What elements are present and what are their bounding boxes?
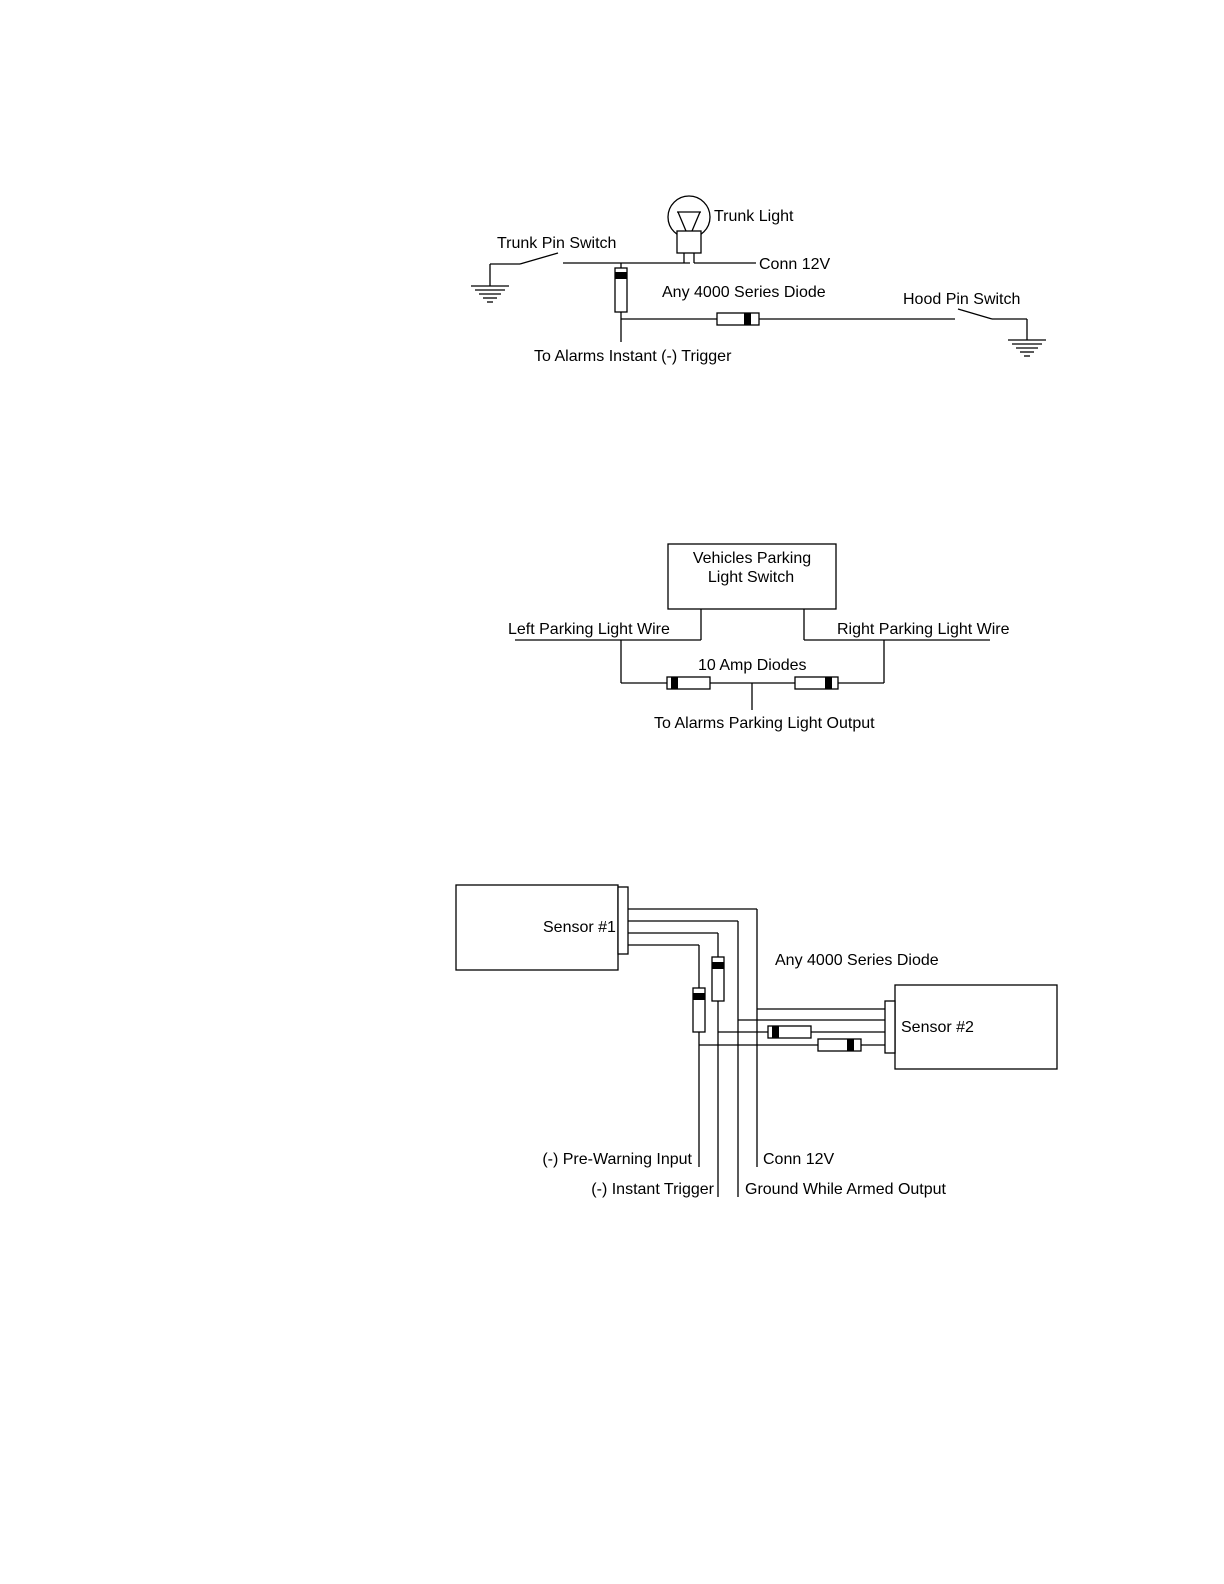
label-conn-12v-3: Conn 12V bbox=[763, 1151, 834, 1168]
label-right-wire: Right Parking Light Wire bbox=[837, 621, 1010, 638]
ground-symbol-left bbox=[471, 264, 509, 303]
label-sensor-1: Sensor #1 bbox=[543, 919, 616, 936]
ground-symbol-right bbox=[1008, 339, 1046, 357]
sensor-1-box bbox=[455, 884, 619, 971]
diode-left bbox=[666, 676, 711, 690]
diagram-parking-light-output: Vehicles Parking Light Switch Left Parki… bbox=[508, 543, 1010, 732]
parking-light-switch-box bbox=[667, 543, 837, 610]
label-conn-12v: Conn 12V bbox=[759, 256, 830, 273]
label-trunk-light: Trunk Light bbox=[714, 208, 794, 225]
label-instant-trigger-3: (-) Instant Trigger bbox=[591, 1181, 714, 1198]
hood-pin-switch-symbol bbox=[957, 308, 1028, 340]
label-trunk-pin-switch: Trunk Pin Switch bbox=[497, 235, 616, 252]
sensor-2-connector bbox=[884, 1000, 896, 1054]
label-diode-sensors: Any 4000 Series Diode bbox=[775, 952, 939, 969]
label-10amp-diodes: 10 Amp Diodes bbox=[698, 657, 807, 674]
diode-horizontal bbox=[621, 312, 955, 326]
sensor-2-box bbox=[894, 984, 1058, 1070]
label-left-wire: Left Parking Light Wire bbox=[508, 621, 670, 638]
label-sensor-2: Sensor #2 bbox=[901, 1019, 974, 1036]
trunk-pin-switch-symbol bbox=[490, 252, 690, 265]
trunk-light-bulb-symbol bbox=[667, 195, 756, 264]
label-switch-line2: Light Switch bbox=[708, 569, 794, 586]
diagram-trunk-hood-trigger: Trunk Light Trunk Pin Switch Conn 12V An… bbox=[471, 195, 1046, 365]
diode-prewarn-sensor1 bbox=[692, 987, 706, 1033]
diagram-dual-sensors: Sensor #1 Sensor #2 bbox=[455, 884, 1058, 1198]
label-instant-trigger: To Alarms Instant (-) Trigger bbox=[534, 348, 732, 365]
diode-prewarn-sensor2 bbox=[817, 1038, 862, 1052]
diode-right bbox=[794, 676, 839, 690]
label-switch-line1: Vehicles Parking bbox=[693, 550, 811, 567]
label-hood-pin-switch: Hood Pin Switch bbox=[903, 291, 1020, 308]
label-diode: Any 4000 Series Diode bbox=[662, 284, 826, 301]
diode-instant-sensor1 bbox=[711, 956, 725, 1002]
diode-vertical bbox=[614, 263, 628, 342]
sensor-1-connector bbox=[617, 886, 629, 955]
label-parking-output: To Alarms Parking Light Output bbox=[654, 715, 875, 732]
label-pre-warning: (-) Pre-Warning Input bbox=[542, 1151, 692, 1168]
diode-instant-sensor2 bbox=[767, 1025, 812, 1039]
label-ground-armed: Ground While Armed Output bbox=[745, 1181, 947, 1198]
